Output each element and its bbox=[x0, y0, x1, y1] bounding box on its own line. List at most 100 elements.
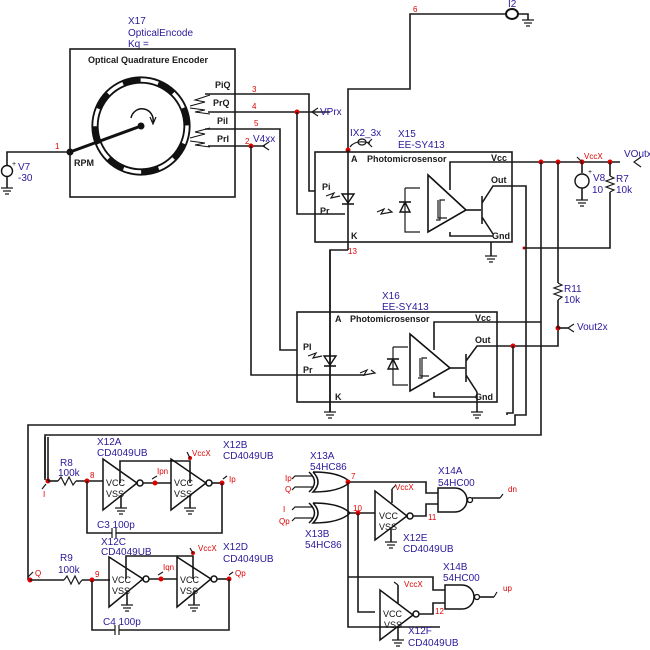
node-3: 3 bbox=[252, 85, 257, 94]
x12b-ref: X12B bbox=[223, 440, 248, 451]
led-icon bbox=[322, 355, 338, 367]
r8-ref: R8 bbox=[60, 458, 73, 469]
x16-ref: X16 bbox=[382, 291, 400, 302]
x12d-vss: VSS bbox=[180, 586, 198, 596]
source-i2[interactable]: I2 6 bbox=[347, 0, 534, 150]
v8-value: 10 bbox=[592, 185, 604, 196]
x12d-ref: X12D bbox=[223, 542, 248, 553]
net-vccx-top: VccX bbox=[584, 152, 603, 161]
x16-pin-a: A bbox=[335, 314, 342, 324]
net-up: up bbox=[503, 584, 512, 593]
x15-pin-a: A bbox=[351, 154, 358, 164]
resistor-icon bbox=[57, 475, 77, 487]
net-vccx-x12f: VccX bbox=[404, 580, 423, 589]
encoder-title: Optical Quadrature Encoder bbox=[88, 55, 209, 65]
x12d-model: CD4049UB bbox=[223, 554, 274, 565]
r9-value: 100k bbox=[58, 565, 81, 576]
x12c-vcc: VCC bbox=[112, 575, 132, 585]
sensor-x15[interactable]: X15 EE-SY413 A Photomicrosensor Vcc Out … bbox=[314, 129, 513, 263]
x12a-ref: X12A bbox=[97, 437, 122, 448]
encoder-wires: 3 4 5 2 VPrx V4xx bbox=[205, 85, 365, 376]
x15-pin-pr: Pr bbox=[320, 206, 330, 216]
x14a-model: 54HC00 bbox=[438, 478, 475, 489]
sensor-x16[interactable]: X16 EE-SY413 A Photomicrosensor Vcc Out … bbox=[296, 250, 510, 419]
net-iqn: Iqn bbox=[163, 563, 174, 572]
node-7: 7 bbox=[351, 472, 356, 481]
schmitt-buffer-icon bbox=[427, 173, 468, 234]
x16-pin-pi: PI bbox=[303, 342, 312, 352]
r7-ref: R7 bbox=[616, 174, 629, 185]
photodiode-icon bbox=[398, 200, 412, 213]
capacitor-c3-icon bbox=[111, 528, 117, 538]
i2-ref: I2 bbox=[508, 0, 517, 10]
pin-pri: PrI bbox=[217, 134, 229, 144]
x12b-vss: VSS bbox=[174, 489, 192, 499]
inverter-chain-i[interactable]: R8 100k 8 I X12A CD4049UB VCC VSS Ipn X1… bbox=[41, 437, 274, 538]
net-vccx-x12a: VccX bbox=[192, 449, 211, 458]
net-ipn: Ipn bbox=[157, 467, 168, 476]
node-6: 6 bbox=[413, 5, 418, 14]
x12b-model: CD4049UB bbox=[223, 451, 274, 462]
source-v8[interactable]: + V8 10 bbox=[574, 162, 606, 207]
v7-ref: V7 bbox=[18, 162, 31, 173]
inverter-chain-q[interactable]: Q R9 100k 9 X12C CD4049UB VCC VSS Iqn X1… bbox=[27, 537, 274, 635]
x16-model: EE-SY413 bbox=[382, 302, 429, 313]
r11-value: 10k bbox=[564, 295, 581, 306]
inverter-x12f[interactable]: VCC VSS VccX X12F CD4049UB 12 bbox=[348, 576, 459, 649]
nand-x14a[interactable]: X14A 54HC00 dn bbox=[437, 466, 517, 513]
net-vccx-x12e: VccX bbox=[395, 483, 414, 492]
node-13: 13 bbox=[348, 247, 357, 256]
pin-prq: PrQ bbox=[213, 98, 230, 108]
x15-model: EE-SY413 bbox=[398, 140, 445, 151]
v8-ref: V8 bbox=[593, 173, 606, 184]
x12a-vcc: VCC bbox=[106, 478, 126, 488]
x16-box bbox=[296, 311, 498, 403]
resistor-icon bbox=[604, 175, 616, 193]
xor-x13b[interactable]: I Qp X13B 54HC86 10 bbox=[279, 502, 375, 613]
x12f-ref: X12F bbox=[408, 626, 432, 637]
xor-in-ip: Ip bbox=[285, 474, 292, 483]
encoder-ref: X17 bbox=[128, 16, 146, 27]
x15-pin-pi: Pi bbox=[322, 182, 331, 192]
x16-pin-k: K bbox=[335, 392, 342, 402]
x16-pin-vcc: Vcc bbox=[475, 313, 491, 323]
x13a-model: 54HC86 bbox=[310, 462, 347, 473]
x12e-ref: X12E bbox=[403, 533, 428, 544]
net-qp: Qp bbox=[235, 569, 246, 578]
net-i-label: I bbox=[43, 490, 45, 499]
inverter-x12e-icon bbox=[374, 489, 409, 542]
x13b-ref: X13B bbox=[305, 529, 330, 540]
x16-title: Photomicrosensor bbox=[350, 314, 430, 324]
r7-value: 10k bbox=[616, 185, 633, 196]
net-dn: dn bbox=[508, 485, 517, 494]
inverter-x12b-icon bbox=[170, 457, 208, 512]
encoder-x17[interactable]: X17 OpticalEncode Kq = Optical Quadratur… bbox=[66, 16, 236, 198]
x14a-ref: X14A bbox=[438, 466, 463, 477]
xor-x13a[interactable]: X13A 54HC86 Ip Q 7 bbox=[285, 451, 440, 628]
xor-gate-icon bbox=[308, 471, 352, 493]
x13a-ref: X13A bbox=[310, 451, 335, 462]
probe-ix2[interactable]: IX2_3x bbox=[345, 128, 382, 153]
light-arrows-icon bbox=[189, 94, 211, 148]
x12e-vcc: VCC bbox=[379, 511, 399, 521]
inverter-x12e[interactable]: VCC VSS VccX X12E CD4049UB 11 bbox=[374, 483, 454, 555]
resistor-r11[interactable]: R11 10k bbox=[552, 282, 582, 328]
net-vccx-x12c: VccX bbox=[198, 544, 217, 553]
source-v7[interactable]: + V7 -30 1 bbox=[0, 142, 70, 195]
probe-vout2x: Vout2x bbox=[577, 322, 608, 333]
nand-gate-icon bbox=[437, 487, 468, 513]
ix2-label: IX2_3x bbox=[350, 128, 381, 139]
r9-ref: R9 bbox=[60, 553, 73, 564]
xor-gate-icon bbox=[308, 502, 352, 524]
encoder-param: Kq = bbox=[128, 39, 149, 50]
x13b-model: 54HC86 bbox=[305, 540, 342, 551]
node-9: 9 bbox=[95, 570, 100, 579]
x12c-model: CD4049UB bbox=[101, 547, 152, 558]
x12a-vss: VSS bbox=[106, 489, 124, 499]
encoder-model: OpticalEncode bbox=[128, 28, 193, 39]
resistor-r7[interactable]: R7 10k bbox=[604, 162, 633, 200]
nand-x14b[interactable]: X14B 54HC00 up bbox=[443, 562, 512, 610]
x12d-vcc: VCC bbox=[180, 575, 200, 585]
node-4: 4 bbox=[252, 102, 257, 111]
x12c-ref: X12C bbox=[101, 537, 126, 548]
